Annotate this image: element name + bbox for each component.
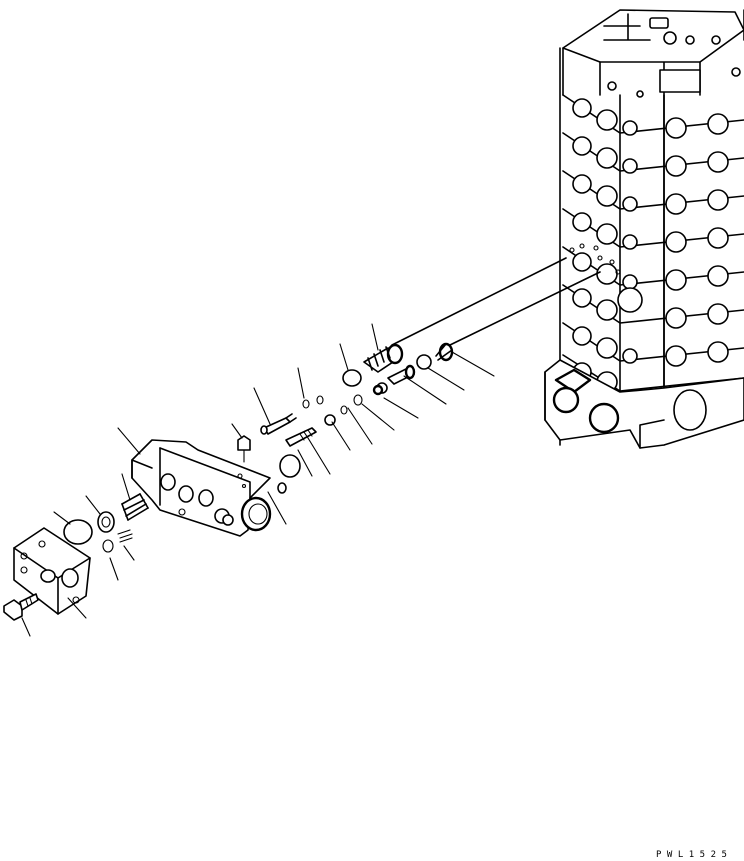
- pin: [261, 414, 296, 434]
- connecting-pipe: [392, 258, 600, 345]
- valve-sections: [563, 95, 744, 420]
- valve-block: [132, 440, 270, 536]
- threaded-fitting: [364, 345, 402, 372]
- leader-lines: [22, 324, 494, 636]
- exploded-small-parts: [238, 344, 452, 493]
- o-ring: [417, 355, 431, 369]
- screw-plug: [238, 436, 250, 450]
- drawing-reference-code: PWL1525: [656, 850, 733, 860]
- control-valve-stack: [545, 10, 744, 448]
- cover-plate: [14, 528, 90, 614]
- bolt: [4, 594, 38, 620]
- collar: [98, 512, 114, 532]
- o-ring: [343, 370, 361, 386]
- o-ring-large: [64, 520, 92, 544]
- small-spring: [118, 530, 132, 542]
- small-o-ring: [103, 540, 113, 552]
- valve-base-block: [545, 360, 744, 448]
- spring: [122, 494, 148, 520]
- threaded-pin: [286, 428, 316, 446]
